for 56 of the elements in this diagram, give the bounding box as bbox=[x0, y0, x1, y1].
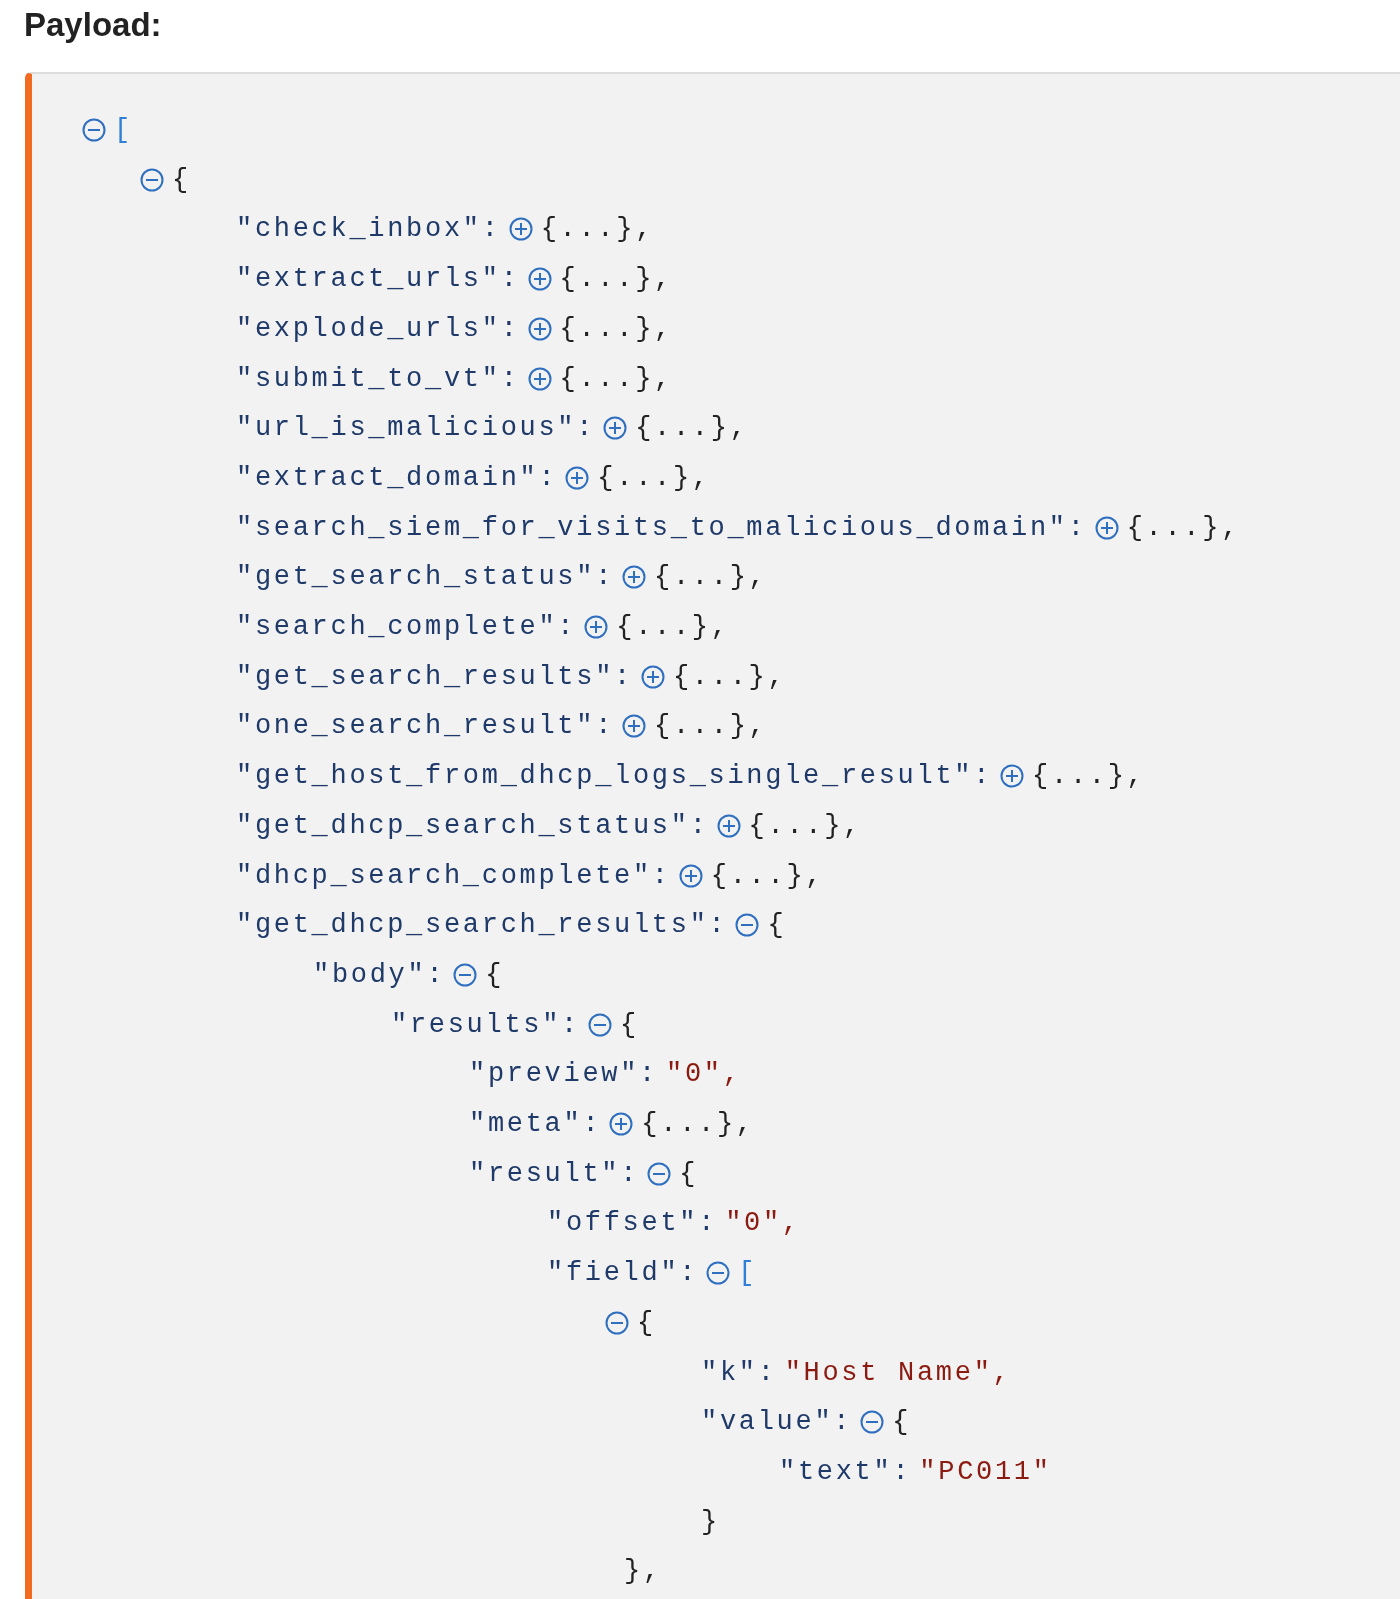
json-value: { bbox=[620, 1009, 639, 1040]
json-key: "get_search_status": bbox=[236, 562, 615, 593]
json-key: "url_is_malicious": bbox=[236, 413, 596, 444]
string-value: "Host Name", bbox=[784, 1357, 1012, 1388]
json-key: "preview": bbox=[469, 1059, 659, 1090]
json-key: "explode_urls": bbox=[236, 313, 520, 344]
json-value: { bbox=[892, 1407, 912, 1438]
json-value: }, bbox=[624, 1556, 662, 1587]
json-key: "submit_to_vt": bbox=[236, 363, 520, 394]
json-key: "dhcp_search_complete": bbox=[236, 860, 671, 891]
json-key: "search_complete": bbox=[236, 612, 577, 642]
string-value: "0", bbox=[666, 1059, 742, 1090]
json-value: {...}, bbox=[559, 313, 673, 344]
json-key: "field": bbox=[547, 1258, 699, 1289]
json-value: {...}, bbox=[654, 711, 768, 742]
json-key: "results": bbox=[391, 1009, 581, 1040]
json-key: "one_search_result": bbox=[236, 711, 615, 742]
json-value: {...}, bbox=[559, 363, 673, 394]
json-key: "get_search_results": bbox=[236, 661, 633, 692]
json-key: "search_siem_for_visits_to_malicious_domain": bbox=[236, 512, 1087, 543]
json-value: { bbox=[679, 1158, 699, 1189]
json-value: } bbox=[701, 1506, 720, 1537]
json-value: {...}, bbox=[597, 462, 711, 493]
json-value: {...}, bbox=[540, 214, 655, 245]
json-key: "value": bbox=[701, 1407, 853, 1438]
json-value: {...}, bbox=[748, 810, 862, 841]
json-key: "offset": bbox=[547, 1208, 718, 1239]
json-value: {...}, bbox=[641, 1109, 755, 1139]
json-value: {...}, bbox=[654, 562, 768, 593]
json-key: "meta": bbox=[469, 1109, 602, 1139]
json-value: { bbox=[767, 910, 787, 941]
json-value: [ bbox=[114, 115, 133, 145]
json-value: {...}, bbox=[559, 264, 673, 295]
string-value: "0", bbox=[725, 1208, 801, 1239]
json-value: { bbox=[637, 1307, 656, 1338]
json-key: "get_dhcp_search_status": bbox=[236, 810, 709, 841]
json-key: "body": bbox=[313, 959, 446, 990]
json-value: {...}, bbox=[1032, 761, 1146, 792]
json-key: "extract_domain": bbox=[236, 462, 558, 493]
json-value: {...}, bbox=[1126, 512, 1241, 543]
json-value: {...}, bbox=[635, 413, 749, 444]
json-value: {...}, bbox=[616, 612, 730, 642]
json-key: "get_host_from_dhcp_logs_single_result": bbox=[236, 761, 993, 792]
json-value: {...}, bbox=[710, 860, 825, 891]
json-key: "get_dhcp_search_results": bbox=[236, 910, 728, 941]
json-value: { bbox=[172, 164, 191, 195]
json-key: "check_inbox": bbox=[236, 214, 501, 245]
json-value: {...}, bbox=[672, 661, 787, 692]
json-key: "result": bbox=[469, 1158, 640, 1189]
json-value: { bbox=[485, 959, 505, 990]
json-key: "k": bbox=[701, 1357, 777, 1388]
json-key: "text": bbox=[779, 1456, 912, 1487]
json-key: "extract_urls": bbox=[236, 264, 520, 295]
json-value: [ bbox=[738, 1258, 758, 1289]
heading: Payload: bbox=[24, 6, 162, 44]
string-value: "PC011" bbox=[919, 1456, 1052, 1487]
